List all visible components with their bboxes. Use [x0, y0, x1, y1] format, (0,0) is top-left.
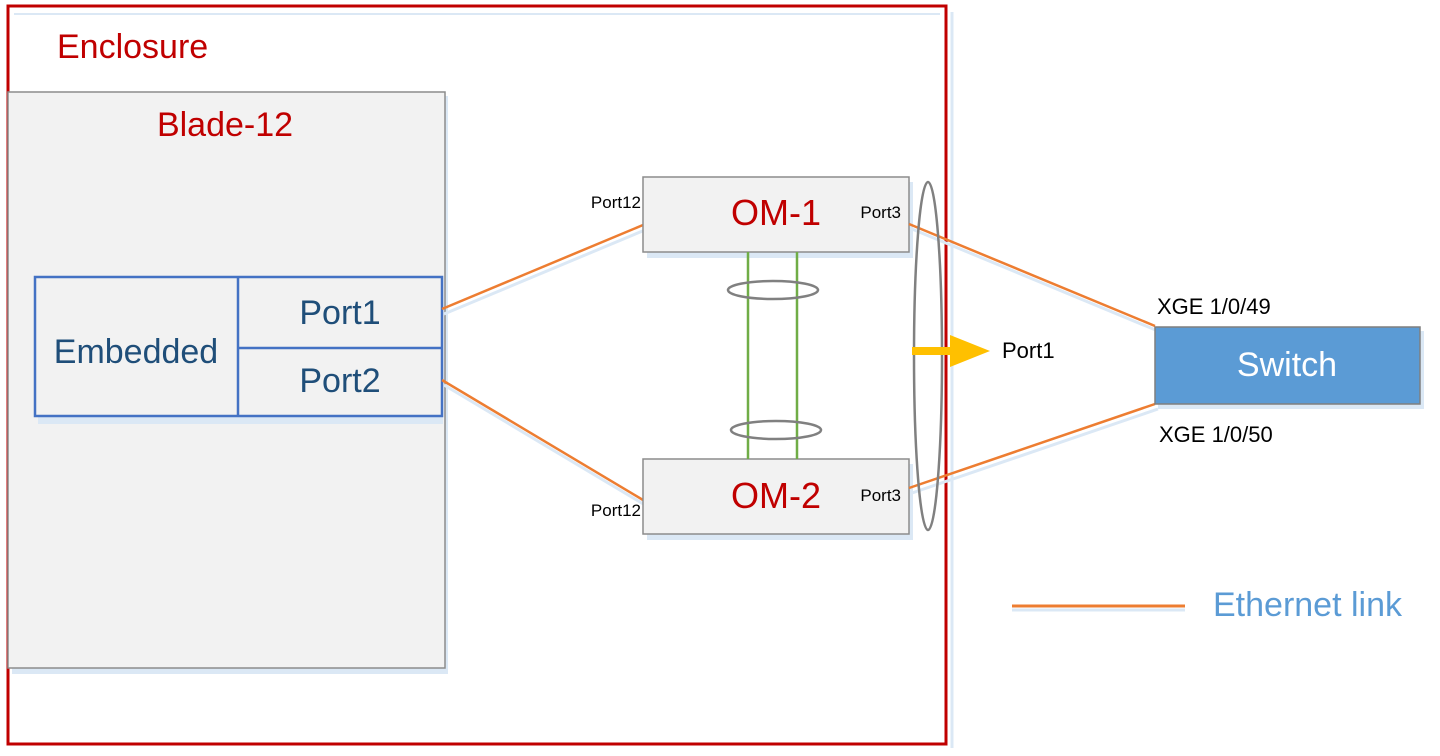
- ethernet-link-om2-switch-shadow: [911, 407, 1159, 495]
- ethernet-link-om1-switch: [908, 222, 1156, 328]
- switch-box: [1154, 326, 1421, 405]
- internal-aggregation-ring-bottom: [729, 419, 823, 441]
- om1-label: OM-1: [731, 192, 821, 233]
- om1-box: [642, 176, 910, 253]
- switch-port-top-label: XGE 1/0/49: [1157, 294, 1271, 319]
- switch-label: Switch: [1237, 346, 1337, 384]
- om1-right-port-label: Port3: [860, 203, 901, 222]
- om1-left-port-label: Port12: [591, 193, 641, 212]
- om2-box: [642, 458, 910, 535]
- ethernet-link-port1-om1-shadow: [443, 228, 646, 316]
- aggregate-arrow-head: [950, 335, 990, 367]
- om2-left-port-label: Port12: [591, 501, 641, 520]
- ethernet-link-port1-om1: [441, 223, 644, 311]
- aggregate-port-label: Port1: [1002, 338, 1055, 363]
- blade-title: Blade-12: [157, 106, 293, 144]
- legend-ethernet-link-label: Ethernet link: [1213, 586, 1403, 624]
- embedded-port2-label: Port2: [299, 362, 380, 400]
- om2-right-port-label: Port3: [860, 486, 901, 505]
- ethernet-link-port2-om2: [441, 378, 644, 502]
- internal-aggregation-ring-top: [726, 279, 820, 301]
- om2-label: OM-2: [731, 475, 821, 516]
- uplink-aggregation-ring: [912, 180, 944, 532]
- embedded-port1-label: Port1: [299, 294, 380, 332]
- embedded-label: Embedded: [54, 333, 218, 371]
- enclosure-title: Enclosure: [57, 28, 208, 66]
- switch-port-bottom-label: XGE 1/0/50: [1159, 422, 1273, 447]
- ethernet-link-port2-om2-shadow: [443, 383, 646, 507]
- ethernet-link-om1-switch-shadow: [911, 227, 1159, 333]
- ethernet-link-om2-switch: [908, 402, 1156, 490]
